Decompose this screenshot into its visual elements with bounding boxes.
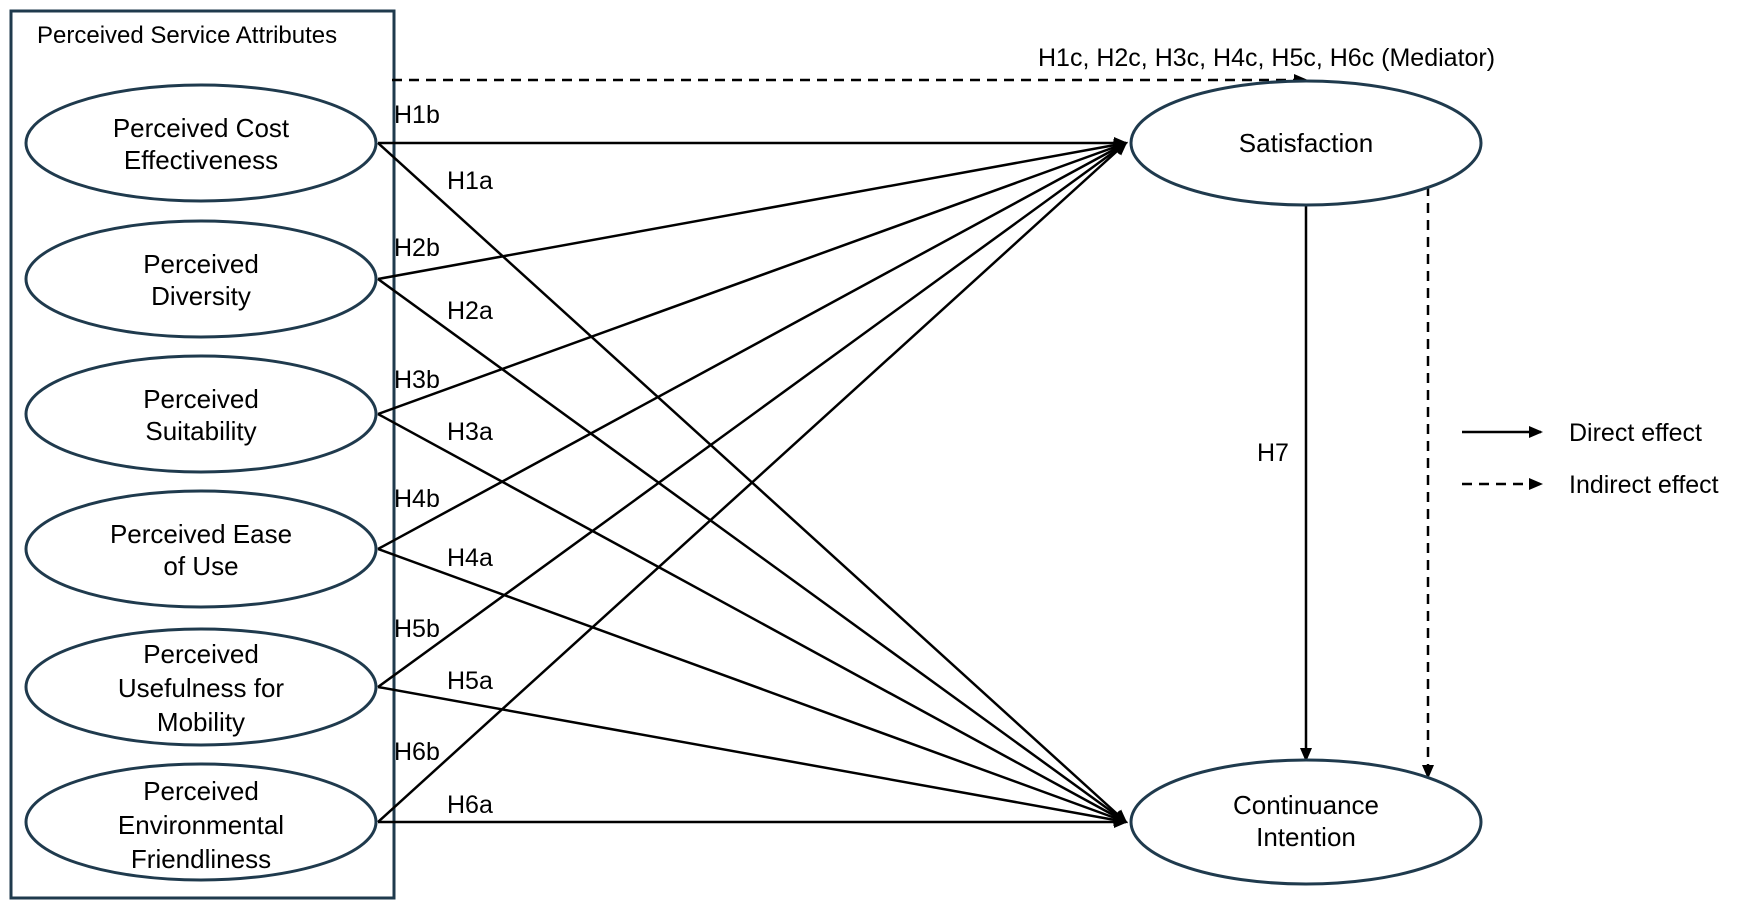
label-h2a: H2a [447,297,493,325]
svg-text:Perceived: Perceived [143,249,259,279]
node-perceived-diversity: Perceived Diversity [24,219,378,339]
edge-h2b [377,139,1128,281]
svg-text:Perceived: Perceived [143,776,259,806]
svg-text:Perceived: Perceived [143,639,259,669]
svg-text:of Use: of Use [163,551,238,581]
legend-direct-label: Direct effect [1569,419,1702,447]
edge-h3a [377,412,1128,824]
svg-text:Mobility: Mobility [157,707,245,737]
service-attributes-group-box [9,9,396,900]
edge-h3b [377,141,1128,416]
label-h7: H7 [1257,439,1289,467]
edge-h5b [377,141,1128,689]
legend-indirect-label: Indirect effect [1569,471,1719,499]
node-continuance-intention: Continuance Intention [1129,758,1483,886]
svg-text:Diversity: Diversity [151,281,251,311]
svg-text:Perceived Cost: Perceived Cost [113,113,290,143]
svg-text:Environmental: Environmental [118,810,284,840]
svg-text:Perceived: Perceived [143,384,259,414]
label-h6a: H6a [447,791,493,819]
label-h4a: H4a [447,544,493,572]
node-perceived-suitability: Perceived Suitability [24,354,378,474]
node-perceived-usefulness-for-mobility: Perceived Usefulness for Mobility [24,627,378,747]
edge-h6b [377,141,1128,823]
edge-h4b [377,141,1128,551]
node-perceived-environmental-friendliness: Perceived Environmental Friendliness [24,762,378,882]
svg-text:Satisfaction: Satisfaction [1239,128,1373,158]
svg-text:Perceived Ease: Perceived Ease [110,519,292,549]
svg-text:Continuance: Continuance [1233,790,1379,820]
svg-text:Intention: Intention [1256,822,1356,852]
legend: Direct effect Indirect effect [1462,419,1719,499]
label-h1b: H1b [394,101,440,129]
node-satisfaction: Satisfaction [1129,79,1483,207]
label-h4b: H4b [394,485,440,513]
label-h5b: H5b [394,615,440,643]
label-mediator: H1c, H2c, H3c, H4c, H5c, H6c (Mediator) [1038,44,1495,72]
node-perceived-ease-of-use: Perceived Ease of Use [24,489,378,609]
svg-text:Usefulness for: Usefulness for [118,673,285,703]
label-h6b: H6b [394,738,440,766]
label-h2b: H2b [394,234,440,262]
svg-text:Effectiveness: Effectiveness [124,145,278,175]
label-h3b: H3b [394,366,440,394]
group-title: Perceived Service Attributes [37,22,337,49]
label-h1a: H1a [447,167,493,195]
node-perceived-cost-effectiveness: Perceived Cost Effectiveness [24,83,378,203]
label-h3a: H3a [447,418,493,446]
label-h5a: H5a [447,667,493,695]
svg-text:Friendliness: Friendliness [131,844,271,874]
edge-h4a [377,547,1128,824]
svg-text:Suitability: Suitability [145,416,256,446]
